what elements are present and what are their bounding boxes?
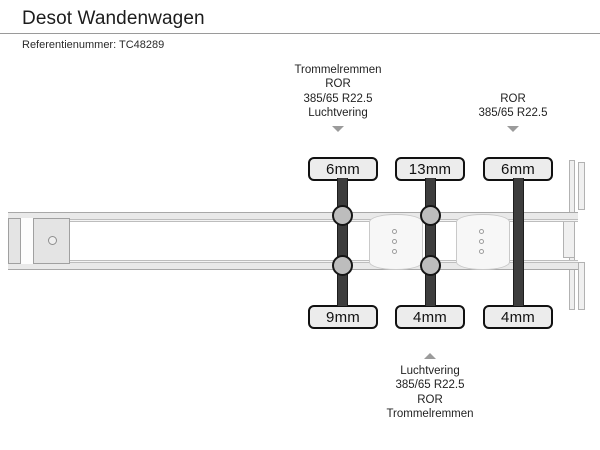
annotation-top-left-line-2: ROR (325, 78, 351, 91)
header-divider (0, 33, 600, 34)
kingpin-icon (48, 236, 57, 245)
tread-box-bottom-axle-3: 4mm (483, 305, 553, 329)
reference-number-line: Referentienummer: TC48289 (22, 39, 165, 51)
annotation-top-left-line-1: Trommelremmen (294, 64, 382, 76)
rear-bumper-upper (578, 162, 585, 210)
annotation-top-left: Trommelremmen ROR 385/65 R22.5 Luchtveri… (238, 63, 438, 121)
bellows-bolt (392, 239, 397, 244)
wheel-hub-axle-2-bottom (420, 255, 441, 276)
front-kingpin-plate (8, 218, 70, 264)
bellows-bolt (479, 249, 484, 254)
suspension-bellows-2 (456, 214, 510, 270)
annotation-top-left-line-4: Luchtvering (308, 107, 368, 120)
wheel-hub-axle-2-top (420, 205, 441, 226)
annotation-top-right-line-1: ROR (500, 93, 526, 105)
annotation-top-right: ROR 385/65 R22.5 (423, 92, 600, 121)
triangle-down-icon-left (332, 126, 344, 132)
tread-box-top-axle-3: 6mm (483, 157, 553, 181)
rear-bumper-lower (578, 262, 585, 310)
chassis-rail-upper-liner (8, 219, 578, 222)
chassis-rail-lower-liner (8, 260, 578, 263)
bellows-bolt (479, 229, 484, 234)
annotation-top-left-line-3: 385/65 R22.5 (303, 92, 373, 105)
axle-2 (425, 178, 436, 306)
annotation-top-right-line-2: 385/65 R22.5 (478, 107, 548, 120)
rear-crossmember (563, 218, 575, 258)
annotation-bottom-line-3: ROR (417, 393, 443, 406)
triangle-down-icon-right (507, 126, 519, 132)
annotation-bottom-line-4: Trommelremmen (386, 408, 474, 421)
suspension-bellows-1 (369, 214, 423, 270)
page-header: Desot Wandenwagen (0, 0, 600, 34)
annotation-bottom-line-2: 385/65 R22.5 (395, 379, 465, 392)
axle-3 (513, 178, 524, 306)
bellows-bolt (392, 229, 397, 234)
tread-box-bottom-axle-2: 4mm (395, 305, 465, 329)
annotation-bottom-line-1: Luchtvering (400, 365, 460, 377)
bellows-bolt (479, 239, 484, 244)
annotation-bottom: Luchtvering 385/65 R22.5 ROR Trommelremm… (330, 364, 530, 422)
tread-box-top-axle-1: 6mm (308, 157, 378, 181)
triangle-up-icon (424, 353, 436, 359)
front-plate-gap-1 (20, 218, 34, 264)
tread-box-bottom-axle-1: 9mm (308, 305, 378, 329)
bellows-bolt (392, 249, 397, 254)
axle-1 (337, 178, 348, 306)
page-title: Desot Wandenwagen (22, 8, 205, 29)
wheel-hub-axle-1-bottom (332, 255, 353, 276)
wheel-hub-axle-1-top (332, 205, 353, 226)
